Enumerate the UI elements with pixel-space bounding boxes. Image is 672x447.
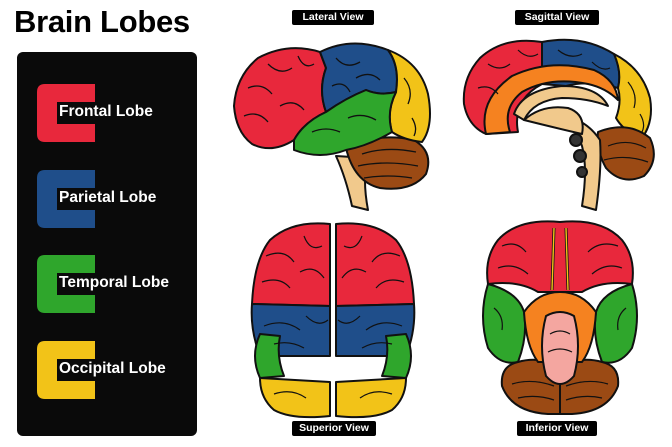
sagittal-view-label: Sagittal View [515,10,599,25]
legend-label-occipital: Occipital Lobe [59,360,166,377]
temporal-lobe-left [254,333,285,379]
legend-item-temporal: Temporal Lobe [37,255,187,313]
legend-item-occipital: Occipital Lobe [37,341,187,399]
brainstem-nucleus [569,133,583,147]
lateral-view-label: Lateral View [292,10,374,25]
legend-label-frontal: Frontal Lobe [59,103,153,120]
legend-label-parietal: Parietal Lobe [59,189,157,206]
temporal-lobe-right [381,333,412,379]
brainstem-nucleus [573,149,587,163]
frontal-lobe-left [251,222,331,307]
olfactory-tract-fill [551,227,569,291]
superior-view-label: Superior View [292,421,376,436]
corpus-callosum [513,85,609,121]
occipital-lobe-right [335,377,407,419]
occipital-lobe [387,49,431,143]
brainstem [541,311,579,385]
frontal-lobe [486,220,634,293]
lateral-view-brain-illustration [233,42,431,211]
sagittal-view-brain-illustration [462,38,655,211]
temporal-lobe [293,89,397,156]
inferior-view-label: Inferior View [517,421,597,436]
legend-item-parietal: Parietal Lobe [37,170,187,228]
frontal-color-bracket [37,84,95,142]
limbic-cingulate [483,64,619,135]
legend-label-temporal: Temporal Lobe [59,274,169,291]
temporal-lobe-left [482,283,527,364]
legend-item-frontal: Frontal Lobe [37,84,187,142]
thalamus-area [523,106,584,135]
superior-view-brain-illustration [250,222,416,419]
cerebellum [596,126,655,181]
legend-panel: Frontal Lobe Parietal Lobe Temporal Lobe… [17,52,197,436]
page-title: Brain Lobes [14,4,190,39]
occipital-lobe-left [259,377,331,419]
temporal-color-bracket [37,255,95,313]
occipital-lobe [613,53,652,139]
temporal-lobe-right [593,283,638,364]
brainstem-nucleus [576,166,588,178]
occipital-color-bracket [37,341,95,399]
frontal-lobe-right [335,222,415,307]
parietal-color-bracket [37,170,95,228]
inferior-view-brain-illustration [482,220,638,415]
